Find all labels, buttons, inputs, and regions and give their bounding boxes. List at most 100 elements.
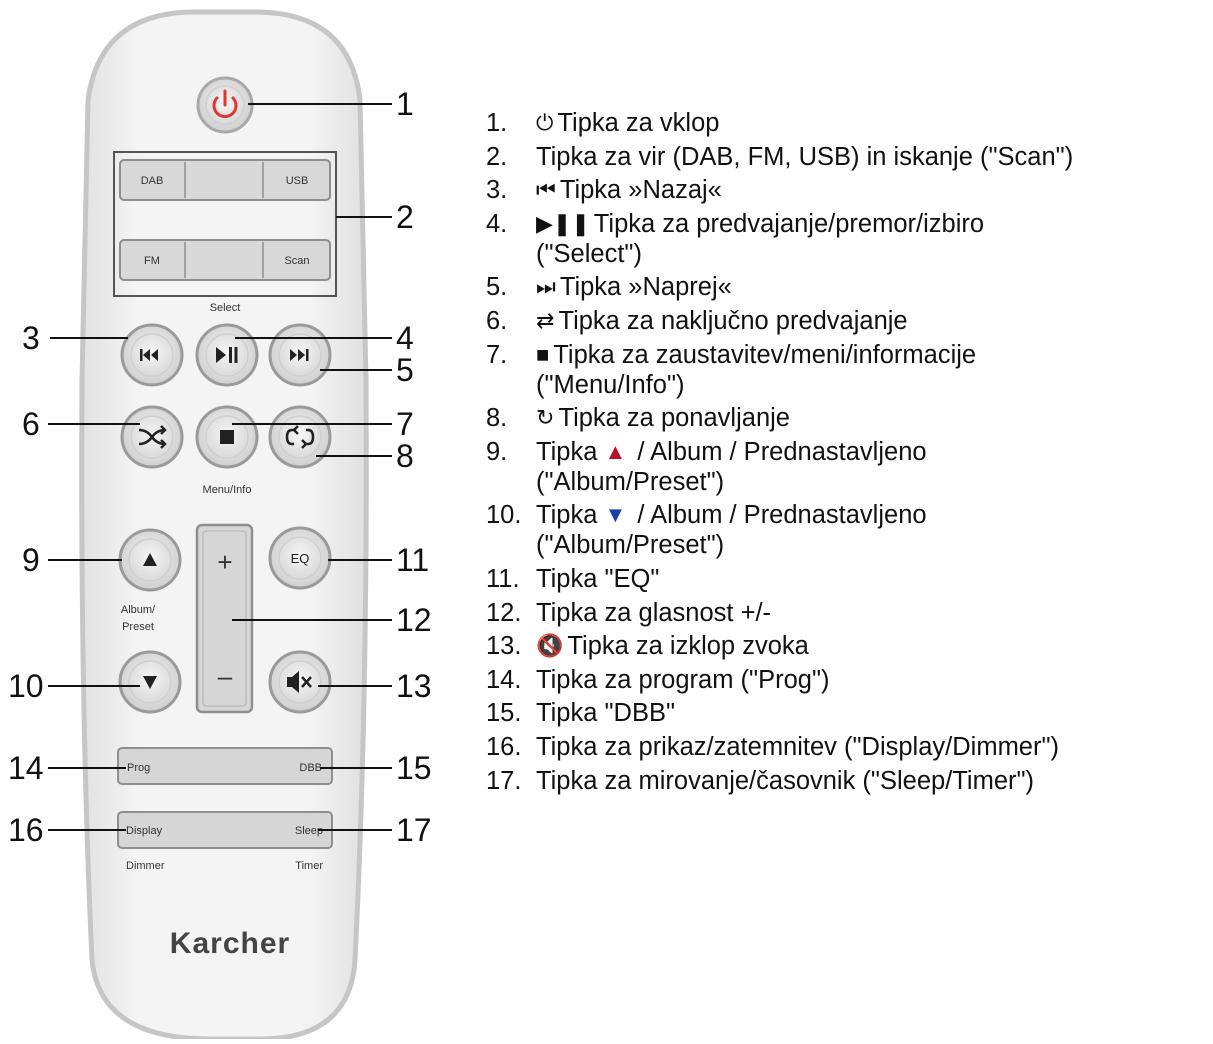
sleep-button-label[interactable]: Sleep bbox=[295, 825, 323, 837]
legend-item: 8.↻Tipka za ponavljanje bbox=[486, 403, 1206, 433]
legend-item-text-continued: ("Select") bbox=[536, 239, 642, 268]
legend-item-number: 4. bbox=[486, 209, 508, 238]
legend-item-text: / Album / Prednastavljeno bbox=[637, 501, 927, 530]
callout-11: 11 bbox=[396, 542, 429, 578]
repeat-icon bbox=[285, 425, 315, 449]
down-triangle-icon: ▼ bbox=[604, 502, 627, 528]
legend-item-number: 8. bbox=[486, 404, 508, 433]
usb-button-label[interactable]: USB bbox=[286, 175, 309, 187]
legend-item: 17.Tipka za mirovanje/časovnik ("Sleep/T… bbox=[486, 766, 1206, 796]
legend-item-number: 10. bbox=[486, 501, 522, 530]
legend-item: 2. Tipka za vir (DAB, FM, USB) in iskanje… bbox=[486, 142, 1206, 172]
callout-numbers: 1 2 3 4 5 6 7 8 9 11 12 10 13 14 15 16 1… bbox=[8, 86, 432, 848]
album-preset-caption-line2: Preset bbox=[122, 621, 154, 633]
previous-button[interactable] bbox=[120, 323, 184, 387]
legend-item: 12. Tipka za glasnost +/- bbox=[486, 598, 1206, 628]
legend-item-text: Tipka "DBB" bbox=[536, 699, 676, 728]
legend-item: 10.Tipka ▼ / Album / Prednastavljeno("Al… bbox=[486, 500, 1206, 560]
leader-lines bbox=[48, 103, 392, 831]
legend-item: 16. Tipka za prikaz/zatemnitev ("Display/… bbox=[486, 732, 1206, 762]
legend-item: 15.Tipka "DBB" bbox=[486, 698, 1206, 728]
legend-item-text: Tipka "EQ" bbox=[536, 564, 660, 593]
next-icon: ⏭ bbox=[536, 274, 556, 300]
album-up-button[interactable] bbox=[118, 528, 182, 592]
callout-17: 17 bbox=[396, 812, 432, 848]
prog-dbb-bar[interactable]: Prog DBB bbox=[117, 747, 333, 785]
album-down-button[interactable] bbox=[118, 650, 182, 714]
dimmer-caption: Dimmer bbox=[126, 860, 165, 872]
callout-1: 1 bbox=[396, 86, 414, 122]
callout-4: 4 bbox=[396, 320, 414, 356]
callout-3: 3 bbox=[22, 320, 40, 356]
legend-item-text: Tipka za vir (DAB, FM, USB) in iskanje (… bbox=[536, 142, 1074, 171]
legend-item: 11.Tipka "EQ" bbox=[486, 564, 1206, 594]
legend-item: 13. 🔇Tipka za izklop zvoka bbox=[486, 631, 1206, 661]
legend-item: 6. ⇄Tipka za naključno predvajanje bbox=[486, 306, 1206, 336]
callout-5: 5 bbox=[396, 352, 414, 388]
legend-item-text: Tipka za predvajanje/premor/izbiro bbox=[593, 209, 985, 238]
power-icon: ⏻ bbox=[536, 110, 554, 135]
stop-icon bbox=[220, 430, 234, 444]
legend-item-number: 1. bbox=[486, 109, 508, 137]
eq-button[interactable]: EQ bbox=[268, 526, 332, 590]
play-pause-button[interactable] bbox=[195, 323, 259, 387]
legend-item-number: 16. bbox=[486, 732, 522, 761]
legend-item-text: Tipka za program ("Prog") bbox=[536, 665, 830, 694]
legend-item-text: Tipka za glasnost +/- bbox=[536, 598, 772, 627]
previous-icon bbox=[140, 349, 158, 361]
shuffle-icon bbox=[138, 425, 167, 449]
callout-14: 14 bbox=[8, 750, 44, 786]
timer-caption: Timer bbox=[295, 860, 323, 872]
dbb-button-label[interactable]: DBB bbox=[299, 762, 322, 774]
legend-item-number: 12. bbox=[486, 598, 522, 627]
select-caption: Select bbox=[210, 302, 241, 314]
volume-down-label[interactable]: – bbox=[218, 661, 233, 691]
next-button[interactable] bbox=[268, 323, 332, 387]
callout-8: 8 bbox=[396, 438, 414, 474]
fm-button-label[interactable]: FM bbox=[144, 255, 160, 267]
stop-button[interactable] bbox=[195, 405, 259, 469]
shuffle-icon: ⇄ bbox=[536, 307, 555, 333]
source-buttons-group: DAB USB FM Scan bbox=[113, 151, 337, 297]
legend-item-text: Tipka za ponavljanje bbox=[558, 404, 790, 433]
power-button[interactable] bbox=[196, 76, 254, 134]
mute-button[interactable] bbox=[268, 650, 332, 714]
legend-item-number: 13. bbox=[486, 632, 522, 661]
legend-item: 7.■Tipka za zaustavitev/meni/informacije… bbox=[486, 340, 1206, 400]
power-icon bbox=[212, 89, 238, 118]
stop-icon: ■ bbox=[536, 341, 550, 367]
previous-icon: ⏮ bbox=[536, 177, 556, 203]
up-triangle-icon: ▲ bbox=[604, 438, 627, 464]
volume-up-label[interactable]: + bbox=[217, 547, 232, 577]
legend-item-text: Tipka za izklop zvoka bbox=[567, 632, 809, 661]
legend-item-text-continued: ("Menu/Info") bbox=[536, 370, 685, 399]
prog-button-label[interactable]: Prog bbox=[127, 762, 150, 774]
callout-7: 7 bbox=[396, 406, 414, 442]
legend-item-text-continued: ("Album/Preset") bbox=[536, 467, 725, 496]
menu-info-caption: Menu/Info bbox=[203, 484, 252, 496]
shuffle-button[interactable] bbox=[120, 405, 184, 469]
legend-item-prefix: Tipka bbox=[536, 501, 598, 530]
legend-item-text: Tipka »Nazaj« bbox=[559, 176, 722, 205]
legend-item-prefix: Tipka bbox=[536, 437, 598, 466]
scan-button-label[interactable]: Scan bbox=[284, 255, 309, 267]
dab-button-label[interactable]: DAB bbox=[141, 175, 164, 187]
legend-item: 9.Tipka ▲ / Album / Prednastavljeno("Alb… bbox=[486, 437, 1206, 497]
display-sleep-bar[interactable]: Display Sleep bbox=[117, 811, 333, 849]
mute-icon: 🔇 bbox=[536, 633, 564, 659]
legend-item-number: 6. bbox=[486, 306, 508, 335]
repeat-button[interactable] bbox=[268, 405, 332, 469]
play-pause-icon: ▶❚❚ bbox=[536, 210, 590, 236]
callout-13: 13 bbox=[396, 668, 432, 704]
legend-item-text: / Album / Prednastavljeno bbox=[637, 437, 927, 466]
legend-item-number: 7. bbox=[486, 340, 508, 369]
legend-item-text: Tipka za prikaz/zatemnitev ("Display/Dim… bbox=[536, 732, 1060, 761]
display-button-label[interactable]: Display bbox=[126, 825, 163, 837]
legend-item: 4. ▶❚❚Tipka za predvajanje/premor/izbiro(… bbox=[486, 209, 1206, 269]
legend-item-text: Tipka za naključno predvajanje bbox=[558, 306, 908, 335]
legend-item-number: 2. bbox=[486, 142, 508, 171]
volume-rocker[interactable]: + – bbox=[195, 523, 254, 714]
